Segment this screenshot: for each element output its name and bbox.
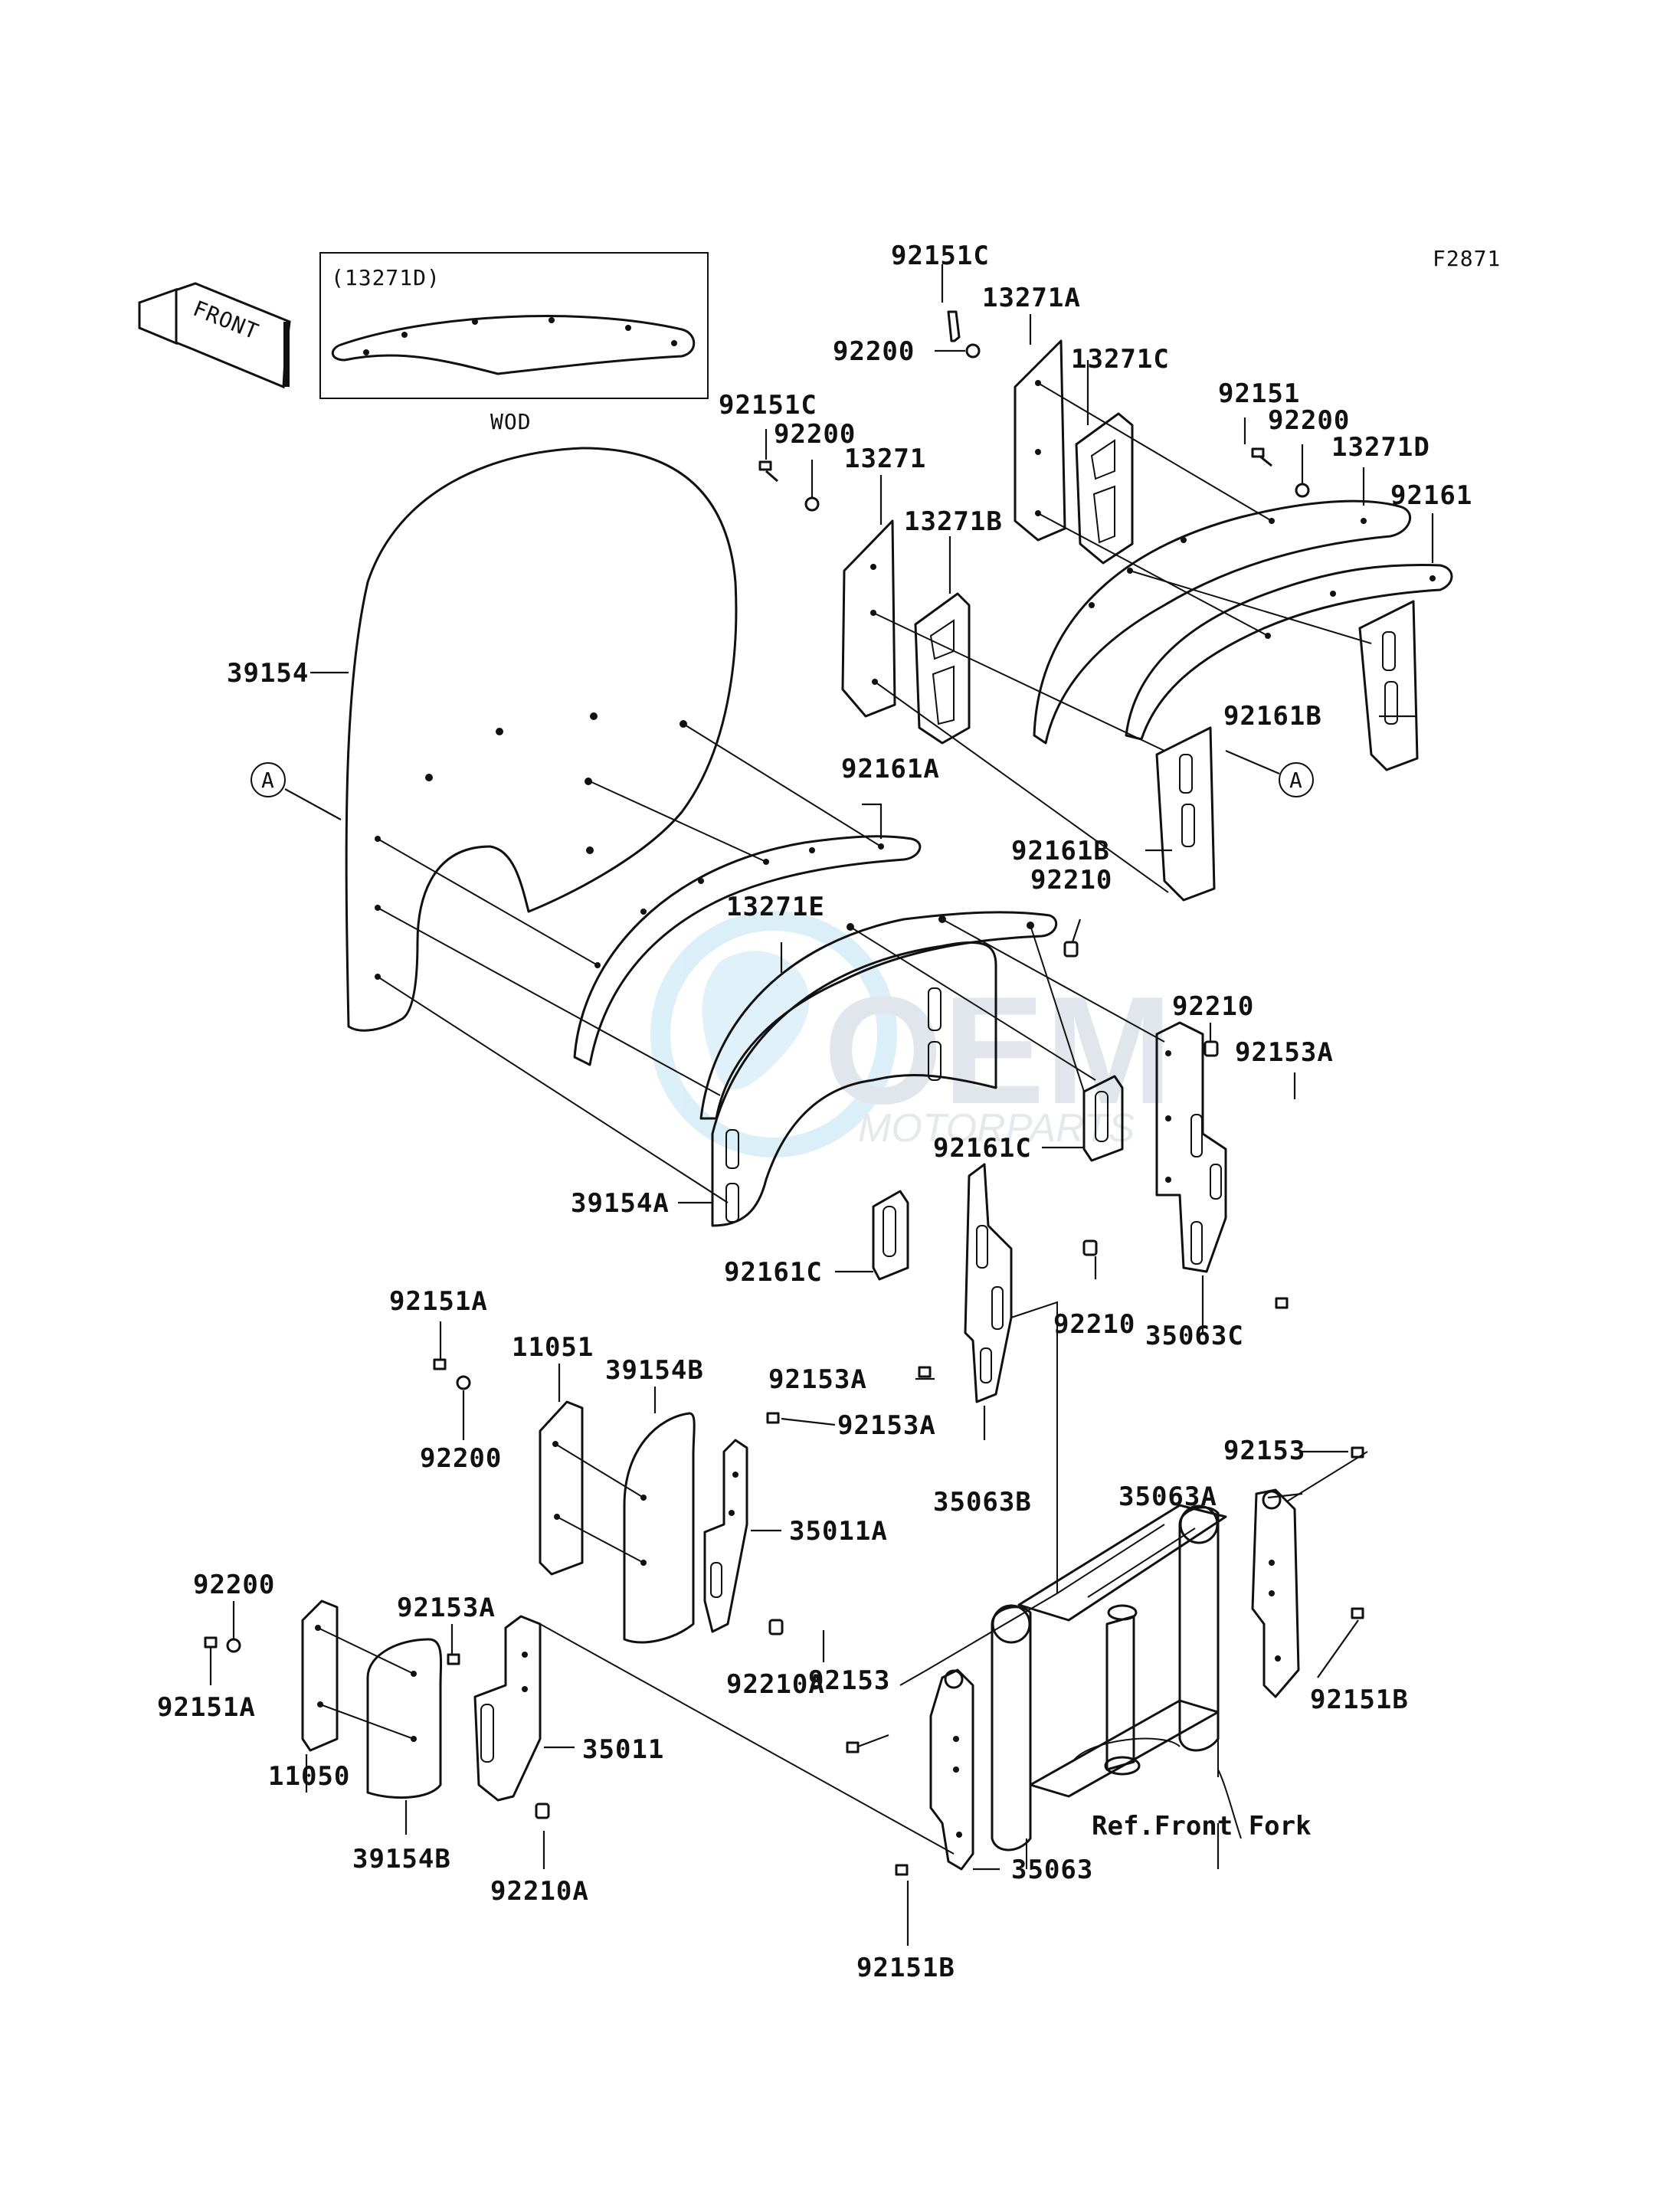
label-13271: 13271 bbox=[844, 444, 926, 474]
label-39154A: 39154A bbox=[571, 1188, 670, 1219]
panel-11051 bbox=[539, 1400, 584, 1576]
label-35063C: 35063C bbox=[1145, 1321, 1244, 1351]
label-92161B-right: 92161B bbox=[1223, 701, 1322, 732]
bracket-92161B-right bbox=[1358, 600, 1419, 771]
panel-39154B-upper bbox=[623, 1412, 696, 1644]
windshield-marker: WOD bbox=[490, 409, 532, 434]
label-92153-b: 92153 bbox=[808, 1665, 890, 1696]
windshield-39154: WOD bbox=[345, 409, 738, 1032]
ref-marker-left-text: A bbox=[261, 768, 275, 793]
label-92161C-b: 92161C bbox=[724, 1257, 823, 1288]
panel-13271C bbox=[1075, 412, 1134, 565]
label-92210-a: 92210 bbox=[1030, 865, 1112, 895]
fasteners bbox=[204, 310, 1364, 1876]
label-92151C-mid: 92151C bbox=[719, 390, 817, 421]
bracket-35063 bbox=[929, 1668, 974, 1871]
front-fork-assembly bbox=[991, 1504, 1242, 1869]
ref-marker-right: A bbox=[1225, 749, 1314, 797]
figure-code: F2871 bbox=[1433, 246, 1501, 271]
bracket-35063C bbox=[1155, 1021, 1227, 1273]
ref-marker-right-text: A bbox=[1289, 768, 1303, 793]
label-11050: 11050 bbox=[268, 1761, 350, 1792]
inset-box: (13271D) bbox=[319, 252, 709, 399]
bracket-35011A bbox=[703, 1439, 748, 1633]
label-92161A: 92161A bbox=[841, 754, 940, 784]
label-92153-a: 92153 bbox=[1223, 1436, 1305, 1466]
label-92153A-a: 92153A bbox=[1235, 1037, 1334, 1068]
inset-label: (13271D) bbox=[331, 265, 440, 290]
label-13271C: 13271C bbox=[1071, 344, 1170, 375]
plate-92161C-b bbox=[872, 1190, 909, 1281]
label-92151A-b: 92151A bbox=[157, 1692, 256, 1723]
label-92151: 92151 bbox=[1218, 378, 1300, 409]
watermark: OEM MOTORPARTS bbox=[650, 911, 1173, 1157]
bracket-35063A bbox=[1251, 1488, 1300, 1698]
label-92210-c: 92210 bbox=[1053, 1309, 1135, 1340]
watermark-sub: MOTORPARTS bbox=[858, 1106, 1135, 1151]
label-11051: 11051 bbox=[512, 1332, 594, 1363]
label-92200-c: 92200 bbox=[193, 1570, 275, 1600]
label-92161C-a: 92161C bbox=[933, 1133, 1032, 1164]
label-92200-right: 92200 bbox=[1268, 405, 1350, 436]
label-35063: 35063 bbox=[1011, 1855, 1093, 1885]
panel-13271A bbox=[1014, 339, 1066, 542]
panel-13271B bbox=[914, 592, 971, 745]
label-92200-b: 92200 bbox=[420, 1443, 502, 1474]
part-labels: 92151C 13271A 92200 13271C 92151C 92151 … bbox=[157, 241, 1472, 1983]
bracket-92161B-mid bbox=[1155, 726, 1216, 902]
label-92161B-mid: 92161B bbox=[1011, 836, 1110, 866]
label-92153A-c: 92153A bbox=[837, 1410, 936, 1441]
lower-shield-39154A bbox=[711, 941, 997, 1227]
label-35063B: 35063B bbox=[933, 1487, 1032, 1518]
label-92153A-d: 92153A bbox=[397, 1593, 496, 1623]
label-35063A: 35063A bbox=[1118, 1482, 1217, 1512]
panel-39154B-lower bbox=[366, 1638, 443, 1799]
label-92200-mid: 92200 bbox=[774, 419, 856, 450]
label-35011: 35011 bbox=[582, 1734, 664, 1765]
label-92151A-a: 92151A bbox=[389, 1286, 488, 1317]
label-92151B-a: 92151B bbox=[1310, 1685, 1409, 1715]
label-13271E: 13271E bbox=[726, 892, 825, 922]
label-92151B-b: 92151B bbox=[856, 1953, 955, 1983]
label-13271A: 13271A bbox=[982, 283, 1081, 313]
ref-marker-left: A bbox=[251, 762, 342, 820]
label-92161: 92161 bbox=[1390, 480, 1472, 511]
bracket-92161 bbox=[1033, 499, 1453, 745]
label-35011A: 35011A bbox=[789, 1516, 888, 1547]
label-92210A-b: 92210A bbox=[490, 1876, 589, 1907]
reference-note: Ref.Front Fork bbox=[1092, 1811, 1312, 1842]
bracket-35063B bbox=[964, 1163, 1013, 1403]
label-13271B: 13271B bbox=[904, 506, 1003, 537]
label-92153A-b: 92153A bbox=[768, 1364, 867, 1395]
label-39154B-b: 39154B bbox=[352, 1844, 451, 1874]
label-39154: 39154 bbox=[227, 658, 309, 689]
watermark-main: OEM bbox=[824, 965, 1173, 1136]
label-39154B-a: 39154B bbox=[605, 1355, 704, 1386]
plate-92161C-a bbox=[1082, 1075, 1124, 1162]
label-92200-top: 92200 bbox=[833, 336, 915, 367]
front-arrow-icon: FRONT bbox=[138, 282, 291, 389]
label-13271D: 13271D bbox=[1331, 432, 1430, 463]
label-92151C-top: 92151C bbox=[891, 241, 990, 271]
panel-11050 bbox=[301, 1599, 339, 1752]
bracket-35011 bbox=[473, 1615, 542, 1802]
label-92210A-a: 92210A bbox=[726, 1669, 825, 1700]
leader-lines bbox=[209, 264, 1434, 1946]
label-92210-b: 92210 bbox=[1172, 991, 1254, 1022]
